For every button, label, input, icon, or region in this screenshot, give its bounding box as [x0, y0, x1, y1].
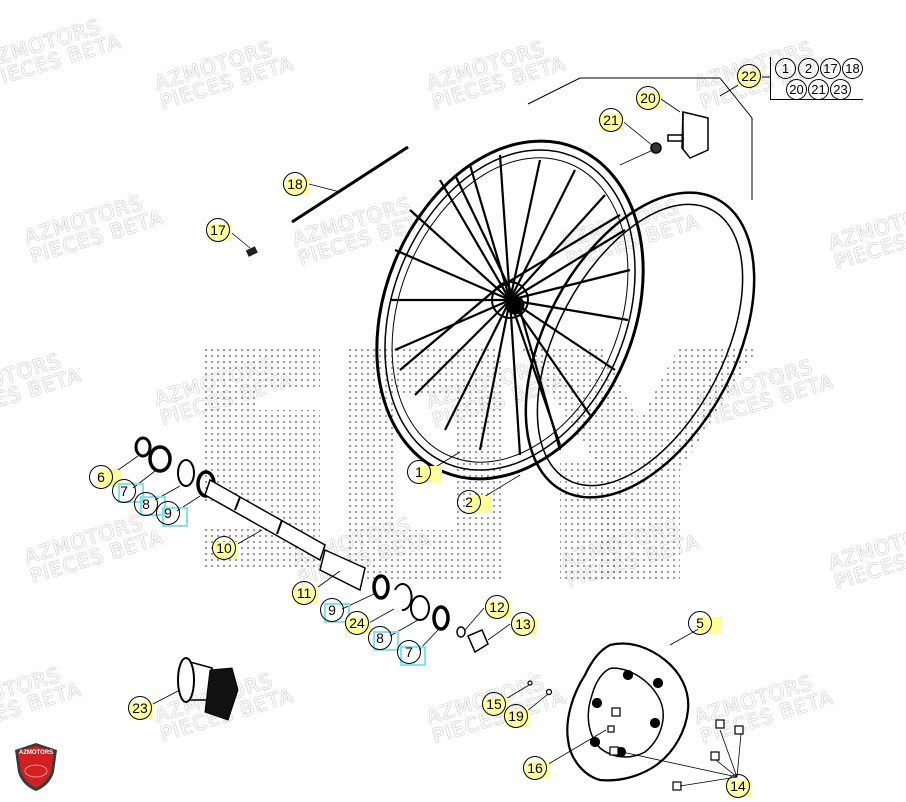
callout-8[interactable]: 8	[134, 492, 158, 516]
callout-7b[interactable]: 7	[397, 640, 421, 664]
legend-item: 20	[786, 79, 807, 100]
callout-18[interactable]: 18	[283, 172, 307, 196]
hub-part	[177, 657, 239, 721]
spoke-part	[291, 145, 409, 224]
legend-item: 18	[842, 58, 863, 79]
legend-item: 21	[808, 79, 829, 100]
callout-17[interactable]: 17	[206, 218, 230, 242]
azmotors-logo-icon	[15, 743, 57, 791]
legend-item: 17	[820, 58, 841, 79]
callout-8b[interactable]: 8	[368, 626, 392, 650]
callout-1[interactable]: 1	[407, 460, 431, 484]
legend-item: 1	[775, 58, 796, 79]
tire	[524, 191, 756, 499]
legend-item: 23	[830, 79, 851, 100]
callout-22[interactable]: 22	[737, 64, 761, 88]
disc-bolts	[527, 680, 744, 791]
callout-20[interactable]: 20	[636, 86, 660, 110]
front-wheel	[375, 139, 645, 481]
kit-legend: 1 2 17 18 20 21 23	[770, 57, 863, 100]
callout-10[interactable]: 10	[212, 536, 236, 560]
callout-9b[interactable]: 9	[320, 598, 344, 622]
callout-24[interactable]: 24	[345, 611, 369, 635]
leader-lines	[110, 96, 742, 787]
callout-2[interactable]: 2	[457, 490, 481, 514]
callout-5[interactable]: 5	[688, 611, 712, 635]
callout-15[interactable]: 15	[482, 692, 506, 716]
callout-19[interactable]: 19	[504, 704, 528, 728]
callout-23[interactable]: 23	[128, 696, 152, 720]
callout-14[interactable]: 14	[726, 774, 750, 798]
logo-text: AZMOTORS	[18, 750, 54, 756]
axle-assembly	[134, 436, 489, 654]
legend-item: 2	[798, 58, 819, 79]
callout-13[interactable]: 13	[511, 612, 535, 636]
callout-16[interactable]: 16	[523, 756, 547, 780]
spoke-nipple-part	[245, 246, 258, 257]
callout-6[interactable]: 6	[89, 465, 113, 489]
brake-disc-part	[566, 642, 690, 782]
callout-7[interactable]: 7	[112, 479, 136, 503]
callout-11[interactable]: 11	[292, 581, 316, 605]
callout-9[interactable]: 9	[156, 501, 180, 525]
kit-bracket	[527, 76, 770, 200]
callout-21[interactable]: 21	[599, 108, 623, 132]
callout-12[interactable]: 12	[485, 595, 509, 619]
rim-lock-part	[650, 111, 709, 159]
